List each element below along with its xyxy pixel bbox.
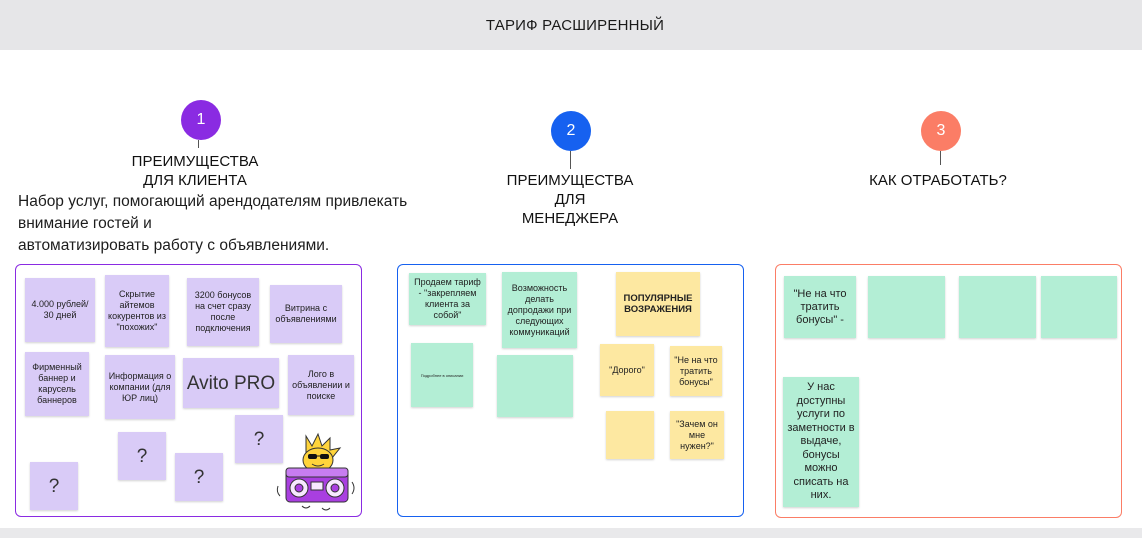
- section-3-heading: КАК ОТРАБОТАТЬ?: [869, 172, 1007, 189]
- sticky-secure-client[interactable]: Продаем тариф - "закрепляем клиента за с…: [409, 273, 486, 325]
- description-line: автоматизировать работу с объявлениями.: [18, 237, 330, 254]
- sticky-why-need[interactable]: "Зачем он мне нужен?": [670, 411, 724, 459]
- sticky-question[interactable]: ?: [175, 453, 223, 501]
- sticky-question[interactable]: ?: [118, 432, 166, 480]
- section-3-number: 3: [936, 122, 946, 139]
- sticky-expensive[interactable]: "Дорого": [600, 344, 654, 396]
- sticky-question[interactable]: ?: [235, 415, 283, 463]
- sticky-empty-yellow[interactable]: [606, 411, 654, 459]
- bottom-toolbar-strip: [0, 528, 1142, 538]
- section-3-connector: [940, 151, 941, 165]
- section-2-heading: ПРЕИМУЩЕСТВА ДЛЯ МЕНЕДЖЕРА: [506, 172, 634, 227]
- sticky-hide-competitors[interactable]: Скрытие айтемов кокурентов из "похожих": [105, 275, 169, 347]
- sticky-logo[interactable]: Лого в объявлении и поиске: [288, 355, 354, 415]
- sticky-objection-bonuses[interactable]: "Не на что тратить бонусы" -: [784, 276, 856, 338]
- sticky-avito-pro[interactable]: Avito PRO: [183, 358, 279, 408]
- sticky-price[interactable]: 4.000 рублей/ 30 дней: [25, 278, 95, 342]
- board-canvas[interactable]: 1 ПРЕИМУЩЕСТВА ДЛЯ КЛИЕНТА Набор услуг, …: [0, 50, 1142, 528]
- board-title: ТАРИФ РАСШИРЕННЫЙ: [485, 16, 665, 34]
- sticky-empty-green[interactable]: [497, 355, 573, 417]
- sticky-small-note[interactable]: Подробнее в описании: [411, 343, 473, 407]
- sticky-question[interactable]: ?: [30, 462, 78, 510]
- sticky-empty-green[interactable]: [1041, 276, 1117, 338]
- section-1-number-badge: 1: [181, 100, 221, 140]
- sticky-brand-banner[interactable]: Фирменный баннер и карусель баннеров: [25, 352, 89, 416]
- sticky-empty-green[interactable]: [868, 276, 945, 338]
- sticky-company-info[interactable]: Информация о компании (для ЮР лиц): [105, 355, 175, 419]
- section-2-number: 2: [566, 122, 576, 139]
- sticky-nothing-to-spend[interactable]: "Не на что тратить бонусы": [670, 346, 722, 396]
- section-1-heading: ПРЕИМУЩЕСТВА ДЛЯ КЛИЕНТА: [131, 153, 259, 189]
- sticky-showcase[interactable]: Витрина с объявлениями: [270, 285, 342, 343]
- section-2-connector: [570, 151, 571, 169]
- section-1-description: Набор услуг, помогающий арендодателям пр…: [18, 191, 458, 257]
- sticky-empty-green[interactable]: [959, 276, 1036, 338]
- description-line: Набор услуг, помогающий арендодателям пр…: [18, 193, 408, 210]
- section-1-number: 1: [196, 111, 206, 128]
- board-header: ТАРИФ РАСШИРЕННЫЙ: [0, 0, 1142, 50]
- sticky-popular-objections[interactable]: ПОПУЛЯРНЫЕ ВОЗРАЖЕНИЯ: [616, 272, 700, 336]
- section-1-connector: [198, 140, 199, 148]
- section-3-number-badge: 3: [921, 111, 961, 151]
- sticky-answer-bonuses[interactable]: У нас доступны услуги по заметности в вы…: [783, 377, 859, 507]
- sticky-bonuses[interactable]: 3200 бонусов на счет сразу после подключ…: [187, 278, 259, 346]
- section-2-number-badge: 2: [551, 111, 591, 151]
- sticky-upsell[interactable]: Возможность делать допродажи при следующ…: [502, 272, 577, 348]
- sunglasses-boombox-mascot: [276, 432, 355, 511]
- description-line: внимание гостей и: [18, 215, 152, 232]
